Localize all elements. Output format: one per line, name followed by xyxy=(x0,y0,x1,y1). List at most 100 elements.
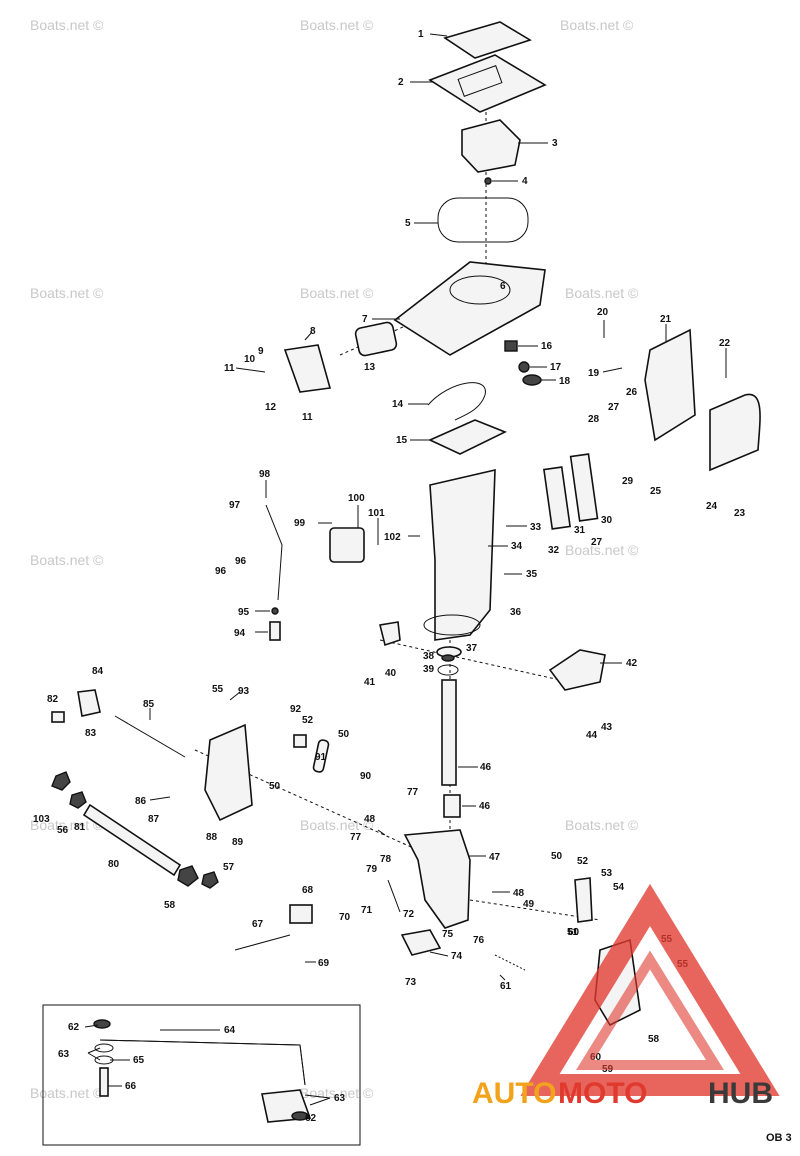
assembly-lines xyxy=(194,40,601,921)
callout: 77 xyxy=(407,787,419,798)
part-83 xyxy=(77,689,101,717)
callout: 57 xyxy=(223,862,235,873)
callout: 11 xyxy=(224,363,235,374)
inset-box xyxy=(42,1004,361,1146)
part-32-plate xyxy=(543,466,571,530)
callout: 72 xyxy=(403,909,415,920)
callout: 74 xyxy=(451,951,463,962)
callout: 49 xyxy=(523,899,535,910)
callout: 40 xyxy=(385,668,397,679)
callout: 83 xyxy=(85,728,97,739)
part-62-nut xyxy=(291,1111,309,1121)
part-51-plate xyxy=(574,877,593,923)
part-18 xyxy=(522,374,542,386)
watermark: Boats.net © xyxy=(300,17,374,33)
callout: 43 xyxy=(601,722,613,733)
callout: 25 xyxy=(650,486,662,497)
callout: 18 xyxy=(559,376,571,387)
callout: 79 xyxy=(366,864,378,875)
callout: 6 xyxy=(500,281,506,292)
watermark: Boats.net © xyxy=(565,817,639,833)
callout: 41 xyxy=(364,677,376,688)
callout: 37 xyxy=(466,643,478,654)
part-16 xyxy=(504,340,518,352)
callout: 80 xyxy=(108,859,120,870)
callout: 53 xyxy=(601,868,613,879)
logo-part-hub: HUB xyxy=(708,1077,773,1110)
callout: 32 xyxy=(548,545,560,556)
part-21-cover xyxy=(644,328,696,442)
watermark: Boats.net © xyxy=(565,285,639,301)
callout: 98 xyxy=(259,469,271,480)
callout: 62 xyxy=(305,1113,317,1124)
part-22-cover xyxy=(709,393,761,472)
callout: 27 xyxy=(591,537,603,548)
part-39 xyxy=(437,664,459,676)
callout: 99 xyxy=(294,518,306,529)
callout: 8 xyxy=(310,326,316,337)
part-63-washer xyxy=(94,1043,114,1053)
callout: 69 xyxy=(318,958,330,969)
callout: 1 xyxy=(418,29,424,40)
callout: 77 xyxy=(350,832,362,843)
logo-part-moto: MOTO xyxy=(558,1077,647,1110)
callout: 13 xyxy=(364,362,376,373)
callout: 88 xyxy=(206,832,218,843)
callout: 14 xyxy=(392,399,404,410)
part-46-bushing xyxy=(443,794,461,818)
callout: 24 xyxy=(706,501,718,512)
callout: 12 xyxy=(265,402,277,413)
callout: 60 xyxy=(590,1052,602,1063)
callout: 55 xyxy=(212,684,224,695)
callout: 60 xyxy=(568,927,580,938)
callout: 103 xyxy=(33,814,50,825)
callout: 19 xyxy=(588,368,600,379)
callout: 16 xyxy=(541,341,553,352)
watermark: Boats.net © xyxy=(30,1085,104,1101)
callout: 33 xyxy=(530,522,542,533)
callout: 20 xyxy=(597,307,609,318)
callout: 63 xyxy=(334,1093,346,1104)
part-56-nut xyxy=(69,791,87,809)
callout: 81 xyxy=(74,822,86,833)
part-4-screw xyxy=(484,177,492,185)
callout: 28 xyxy=(588,414,600,425)
part-99-rod xyxy=(265,504,283,601)
callout: 26 xyxy=(626,387,638,398)
callout: 90 xyxy=(360,771,372,782)
callout: 4 xyxy=(522,176,528,187)
part-80-tube xyxy=(82,803,182,877)
callout: 76 xyxy=(473,935,485,946)
callout: 7 xyxy=(362,314,368,325)
callouts: 1 2 3 4 5 6 7 8 9 10 11 11 12 13 14 15 1… xyxy=(33,29,746,1124)
callout: 91 xyxy=(315,752,327,763)
callout: 93 xyxy=(238,686,250,697)
callout: 61 xyxy=(500,981,512,992)
part-42-bracket xyxy=(548,649,606,691)
part-94-pin xyxy=(269,621,281,641)
watermarks: Boats.net © Boats.net © Boats.net © Boat… xyxy=(30,17,639,1101)
parts xyxy=(51,21,761,1027)
callout: 84 xyxy=(92,666,104,677)
callout: 64 xyxy=(224,1025,236,1036)
watermark: Boats.net © xyxy=(30,17,104,33)
part-85-rod xyxy=(114,715,186,758)
callout: 30 xyxy=(601,515,613,526)
callout: 86 xyxy=(135,796,147,807)
part-64-tie-bar xyxy=(99,1039,306,1086)
callout: 58 xyxy=(164,900,176,911)
watermark: Boats.net © xyxy=(560,17,634,33)
callout: 35 xyxy=(526,569,538,580)
callout: 67 xyxy=(252,919,264,930)
callout: 36 xyxy=(510,607,522,618)
part-101-block xyxy=(329,527,365,563)
callout: 48 xyxy=(364,814,376,825)
callout: 78 xyxy=(380,854,392,865)
callout: 94 xyxy=(234,628,246,639)
part-58-nut xyxy=(177,865,199,887)
callout: 34 xyxy=(511,541,523,552)
callout: 27 xyxy=(608,402,620,413)
part-61-pin xyxy=(494,954,526,971)
callout: 44 xyxy=(586,730,598,741)
callout: 56 xyxy=(57,825,69,836)
